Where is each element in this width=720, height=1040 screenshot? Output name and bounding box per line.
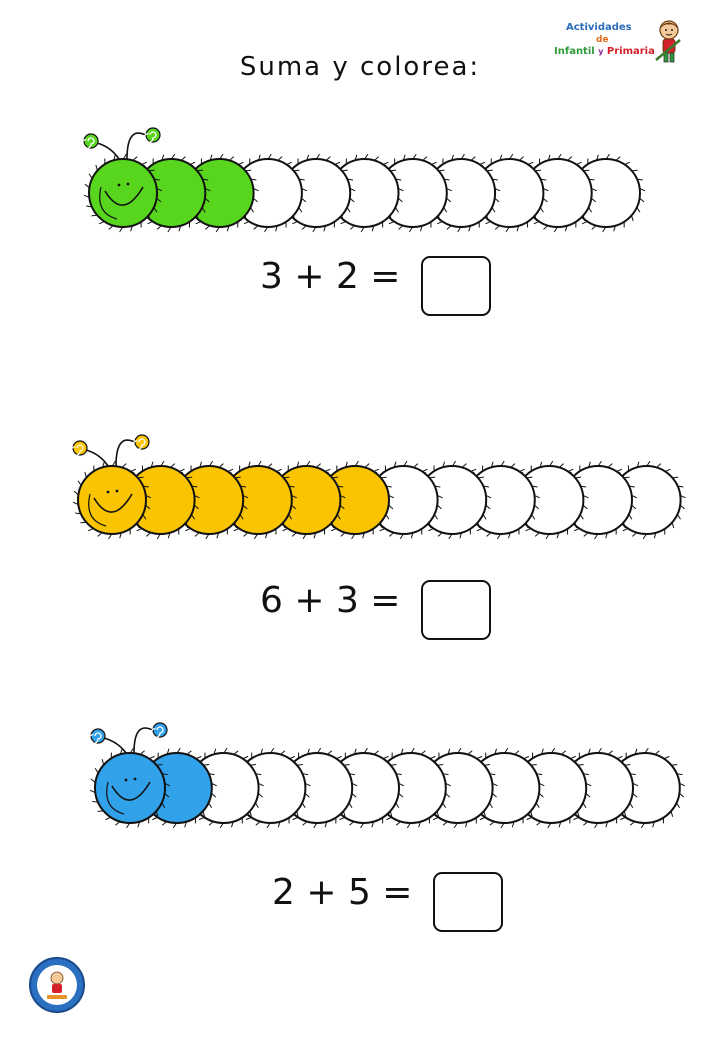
caterpillar-1 [0, 118, 720, 278]
caterpillar-head [88, 722, 171, 829]
child-mascot-icon [655, 20, 681, 63]
green-caterpillar-icon [81, 127, 646, 233]
logo-line-1: Actividades [566, 22, 632, 33]
site-badge-icon [29, 957, 85, 1013]
antenna-tip-icon [70, 440, 88, 457]
answer-box[interactable] [421, 580, 491, 640]
caterpillar-2 [0, 425, 720, 585]
yellow-caterpillar-icon [70, 434, 686, 540]
antenna-tip-icon [150, 722, 168, 739]
logo-y: y [598, 47, 604, 56]
antenna-tip-icon [81, 133, 99, 150]
antenna-tip-icon [132, 434, 150, 451]
caterpillar-head [81, 127, 163, 233]
site-logo: Actividades de Infantil y Primaria [548, 16, 688, 66]
worksheet-title: Suma y colorea: [239, 52, 481, 82]
equation-text: 6 + 3 = [260, 580, 401, 621]
answer-box[interactable] [433, 872, 503, 932]
antenna-tip-icon [143, 127, 161, 144]
logo-line-2: de [596, 35, 609, 45]
logo-infantil: Infantil [554, 46, 595, 57]
logo-primaria: Primaria [606, 46, 655, 57]
equation-1: 3 + 2 = [0, 256, 720, 326]
equation-3: 2 + 5 = [0, 872, 720, 942]
equation-2: 6 + 3 = [0, 580, 720, 650]
caterpillar-3 [0, 712, 720, 872]
blue-caterpillar-icon [88, 722, 685, 829]
caterpillar-segment [170, 460, 249, 540]
equation-text: 3 + 2 = [260, 256, 401, 297]
antenna-tip-icon [88, 728, 106, 745]
caterpillar-segment [315, 460, 395, 540]
caterpillar-segment [267, 460, 346, 540]
caterpillar-head [70, 434, 152, 540]
equation-text: 2 + 5 = [272, 872, 413, 913]
caterpillar-segment [461, 460, 540, 540]
answer-box[interactable] [421, 256, 491, 316]
logo-line-3: Infantil y Primaria [554, 46, 655, 57]
